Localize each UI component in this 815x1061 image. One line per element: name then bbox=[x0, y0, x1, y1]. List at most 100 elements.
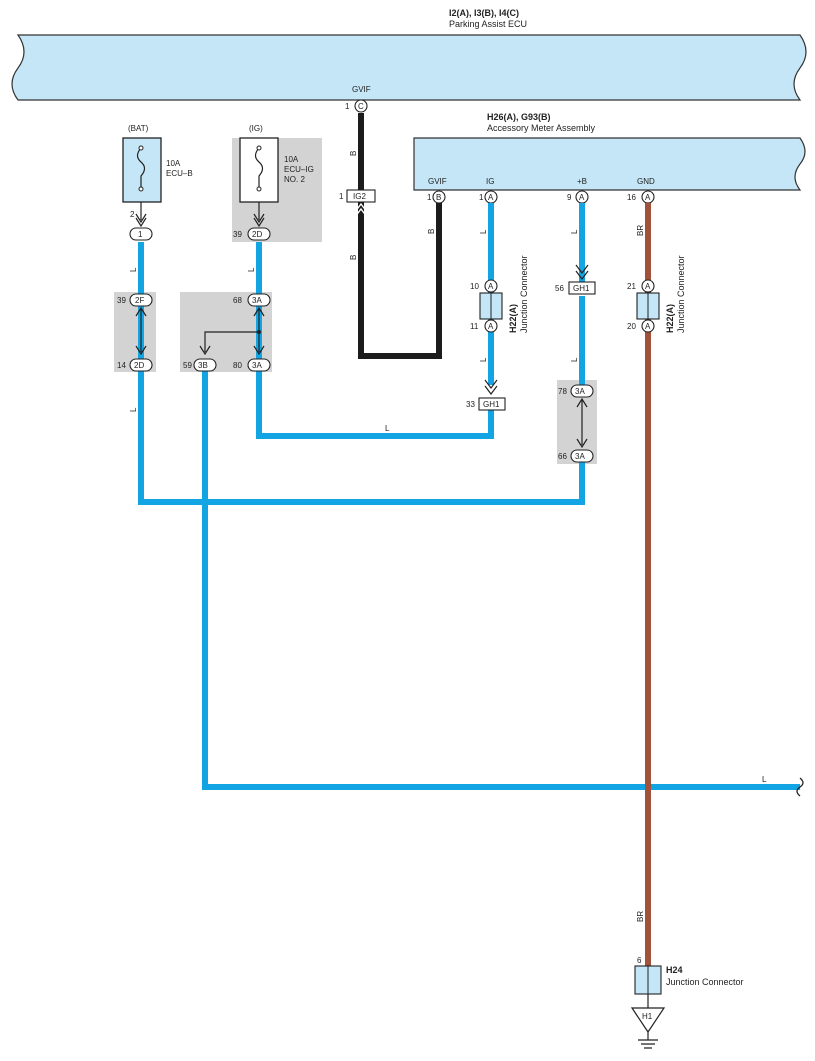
jb-right-top-label: 3A bbox=[575, 387, 585, 396]
ground-symbol bbox=[630, 1007, 666, 1034]
meter-pin-gnd-label: GND bbox=[637, 177, 655, 186]
junction-gnd-bottom-pin: 20 bbox=[627, 322, 636, 331]
wire-label-br: BR bbox=[636, 911, 645, 922]
wire-gvif bbox=[358, 113, 442, 359]
meter-name: Accessory Meter Assembly bbox=[487, 123, 596, 133]
jb-right-top-pin: 78 bbox=[558, 387, 567, 396]
fuse-ig-source: (IG) bbox=[249, 124, 263, 133]
jb-mid-right-label: 3A bbox=[252, 361, 262, 370]
wire-label-b: B bbox=[349, 255, 358, 260]
wire-label-l: L bbox=[762, 775, 767, 784]
gh1-ig-label: GH1 bbox=[483, 400, 500, 409]
wire-bat-main bbox=[138, 242, 585, 505]
wire-label-l: L bbox=[479, 229, 488, 234]
jb-mid-right-conn bbox=[247, 358, 271, 372]
junction-h24-ref: H24 bbox=[666, 965, 683, 975]
wire-label-l: L bbox=[129, 407, 138, 412]
wire-long-l bbox=[202, 370, 800, 790]
parking-ecu-body bbox=[11, 34, 807, 101]
junction-gnd-bottom-label: A bbox=[645, 322, 651, 331]
parking-ecu-pin-conn: C bbox=[358, 102, 364, 111]
junction-gnd-ref: H22(A) bbox=[665, 304, 675, 333]
wire-continuation-break bbox=[796, 777, 804, 797]
jb-left-bottom-pin: 14 bbox=[117, 361, 126, 370]
ground-label: H1 bbox=[642, 1012, 653, 1021]
jb-right-arrows bbox=[576, 397, 588, 449]
ig2-arrow bbox=[354, 202, 368, 218]
fuse-ig-name-2: NO. 2 bbox=[284, 175, 305, 184]
parking-ecu-pin-number: 1 bbox=[345, 102, 350, 111]
fuse-bat-source: (BAT) bbox=[128, 124, 149, 133]
junction-gnd-top-pin: 21 bbox=[627, 282, 636, 291]
wire-label-l: L bbox=[385, 424, 390, 433]
junction-h24-pin: 6 bbox=[637, 956, 642, 965]
jb-mid-splice bbox=[257, 330, 261, 334]
fuse-ig-name: ECU–IG bbox=[284, 165, 314, 174]
fuse-bat-terminal bbox=[138, 145, 144, 151]
meter-pin-b-conn: A bbox=[579, 193, 585, 202]
wire-ig-feed bbox=[256, 242, 494, 439]
fuse-bat-arrow bbox=[135, 202, 147, 228]
jb-mid-right-pin: 80 bbox=[233, 361, 242, 370]
parking-ecu-pin-c bbox=[354, 99, 368, 113]
meter-body bbox=[413, 137, 806, 191]
gh1-ig-arrow bbox=[484, 379, 498, 395]
fuse-bat-name: ECU–B bbox=[166, 169, 193, 178]
gh1-ig-conn bbox=[478, 397, 506, 411]
meter-pin-gnd-number: 16 bbox=[627, 193, 636, 202]
wire-label-br: BR bbox=[636, 225, 645, 236]
jb-left-top-pin: 39 bbox=[117, 296, 126, 305]
jb-mid-top-label: 3A bbox=[252, 296, 262, 305]
fuse-ig-conn-label: 2D bbox=[252, 230, 262, 239]
meter-pin-ig-number: 1 bbox=[479, 193, 484, 202]
wire-label-l: L bbox=[479, 357, 488, 362]
fuse-bat-rating: 10A bbox=[166, 159, 181, 168]
fuse-bat-conn-label: 1 bbox=[138, 230, 143, 239]
junction-ig-top-label: A bbox=[488, 282, 494, 291]
jb-mid-left-pin: 59 bbox=[183, 361, 192, 370]
junction-ig-top-pin: 10 bbox=[470, 282, 479, 291]
jb-left-arrows bbox=[135, 306, 147, 356]
jb-right-bottom-label: 3A bbox=[575, 452, 585, 461]
jb-left-top-conn bbox=[129, 293, 153, 307]
gh1-b-label: GH1 bbox=[573, 284, 590, 293]
wire-label-l: L bbox=[129, 267, 138, 272]
junction-ig-top bbox=[484, 279, 498, 293]
gh1-ig-number: 33 bbox=[466, 400, 475, 409]
jb-right-top-conn bbox=[570, 384, 594, 398]
meter-pin-ig-label: IG bbox=[486, 177, 494, 186]
meter-pin-gnd-conn: A bbox=[645, 193, 651, 202]
fuse-ig-arrow bbox=[253, 202, 265, 228]
junction-ig-name: Junction Connector bbox=[519, 255, 529, 333]
jb-right-bottom-pin: 66 bbox=[558, 452, 567, 461]
meter-pin-gvif-conn: B bbox=[436, 193, 441, 202]
wire-label-b: B bbox=[349, 151, 358, 156]
parking-ecu-gvif-label: GVIF bbox=[352, 85, 371, 94]
meter-pin-b-number: 9 bbox=[567, 193, 572, 202]
fuse-ig-pin-number: 39 bbox=[233, 230, 242, 239]
junction-gnd-bottom bbox=[641, 319, 655, 333]
fuse-ig-icon bbox=[254, 147, 264, 190]
fuse-bat-icon bbox=[136, 147, 146, 190]
junction-h24-name: Junction Connector bbox=[666, 977, 744, 987]
parking-ecu-name: Parking Assist ECU bbox=[449, 19, 527, 29]
fuse-bat-pin-number: 2 bbox=[130, 210, 135, 219]
junction-gnd-name: Junction Connector bbox=[676, 255, 686, 333]
meter-pin-ig-conn: A bbox=[488, 193, 494, 202]
meter-pin-b-label: +B bbox=[577, 177, 587, 186]
junction-ig-ref: H22(A) bbox=[508, 304, 518, 333]
ig2-conn bbox=[346, 189, 376, 203]
fuse-ig-rating: 10A bbox=[284, 155, 299, 164]
fuse-bat-conn bbox=[129, 227, 153, 241]
wire-label-l: L bbox=[570, 357, 579, 362]
jb-mid-top-conn bbox=[247, 293, 271, 307]
parking-ecu-refs: I2(A), I3(B), I4(C) bbox=[449, 8, 519, 18]
ig2-pin-number: 1 bbox=[339, 192, 344, 201]
junction-gnd-top-label: A bbox=[645, 282, 651, 291]
wire-label-b: B bbox=[427, 229, 436, 234]
junction-ig-bottom bbox=[484, 319, 498, 333]
gh1-b-number: 56 bbox=[555, 284, 564, 293]
fuse-ig-conn bbox=[247, 227, 271, 241]
fuse-ig-terminal bbox=[256, 145, 262, 151]
